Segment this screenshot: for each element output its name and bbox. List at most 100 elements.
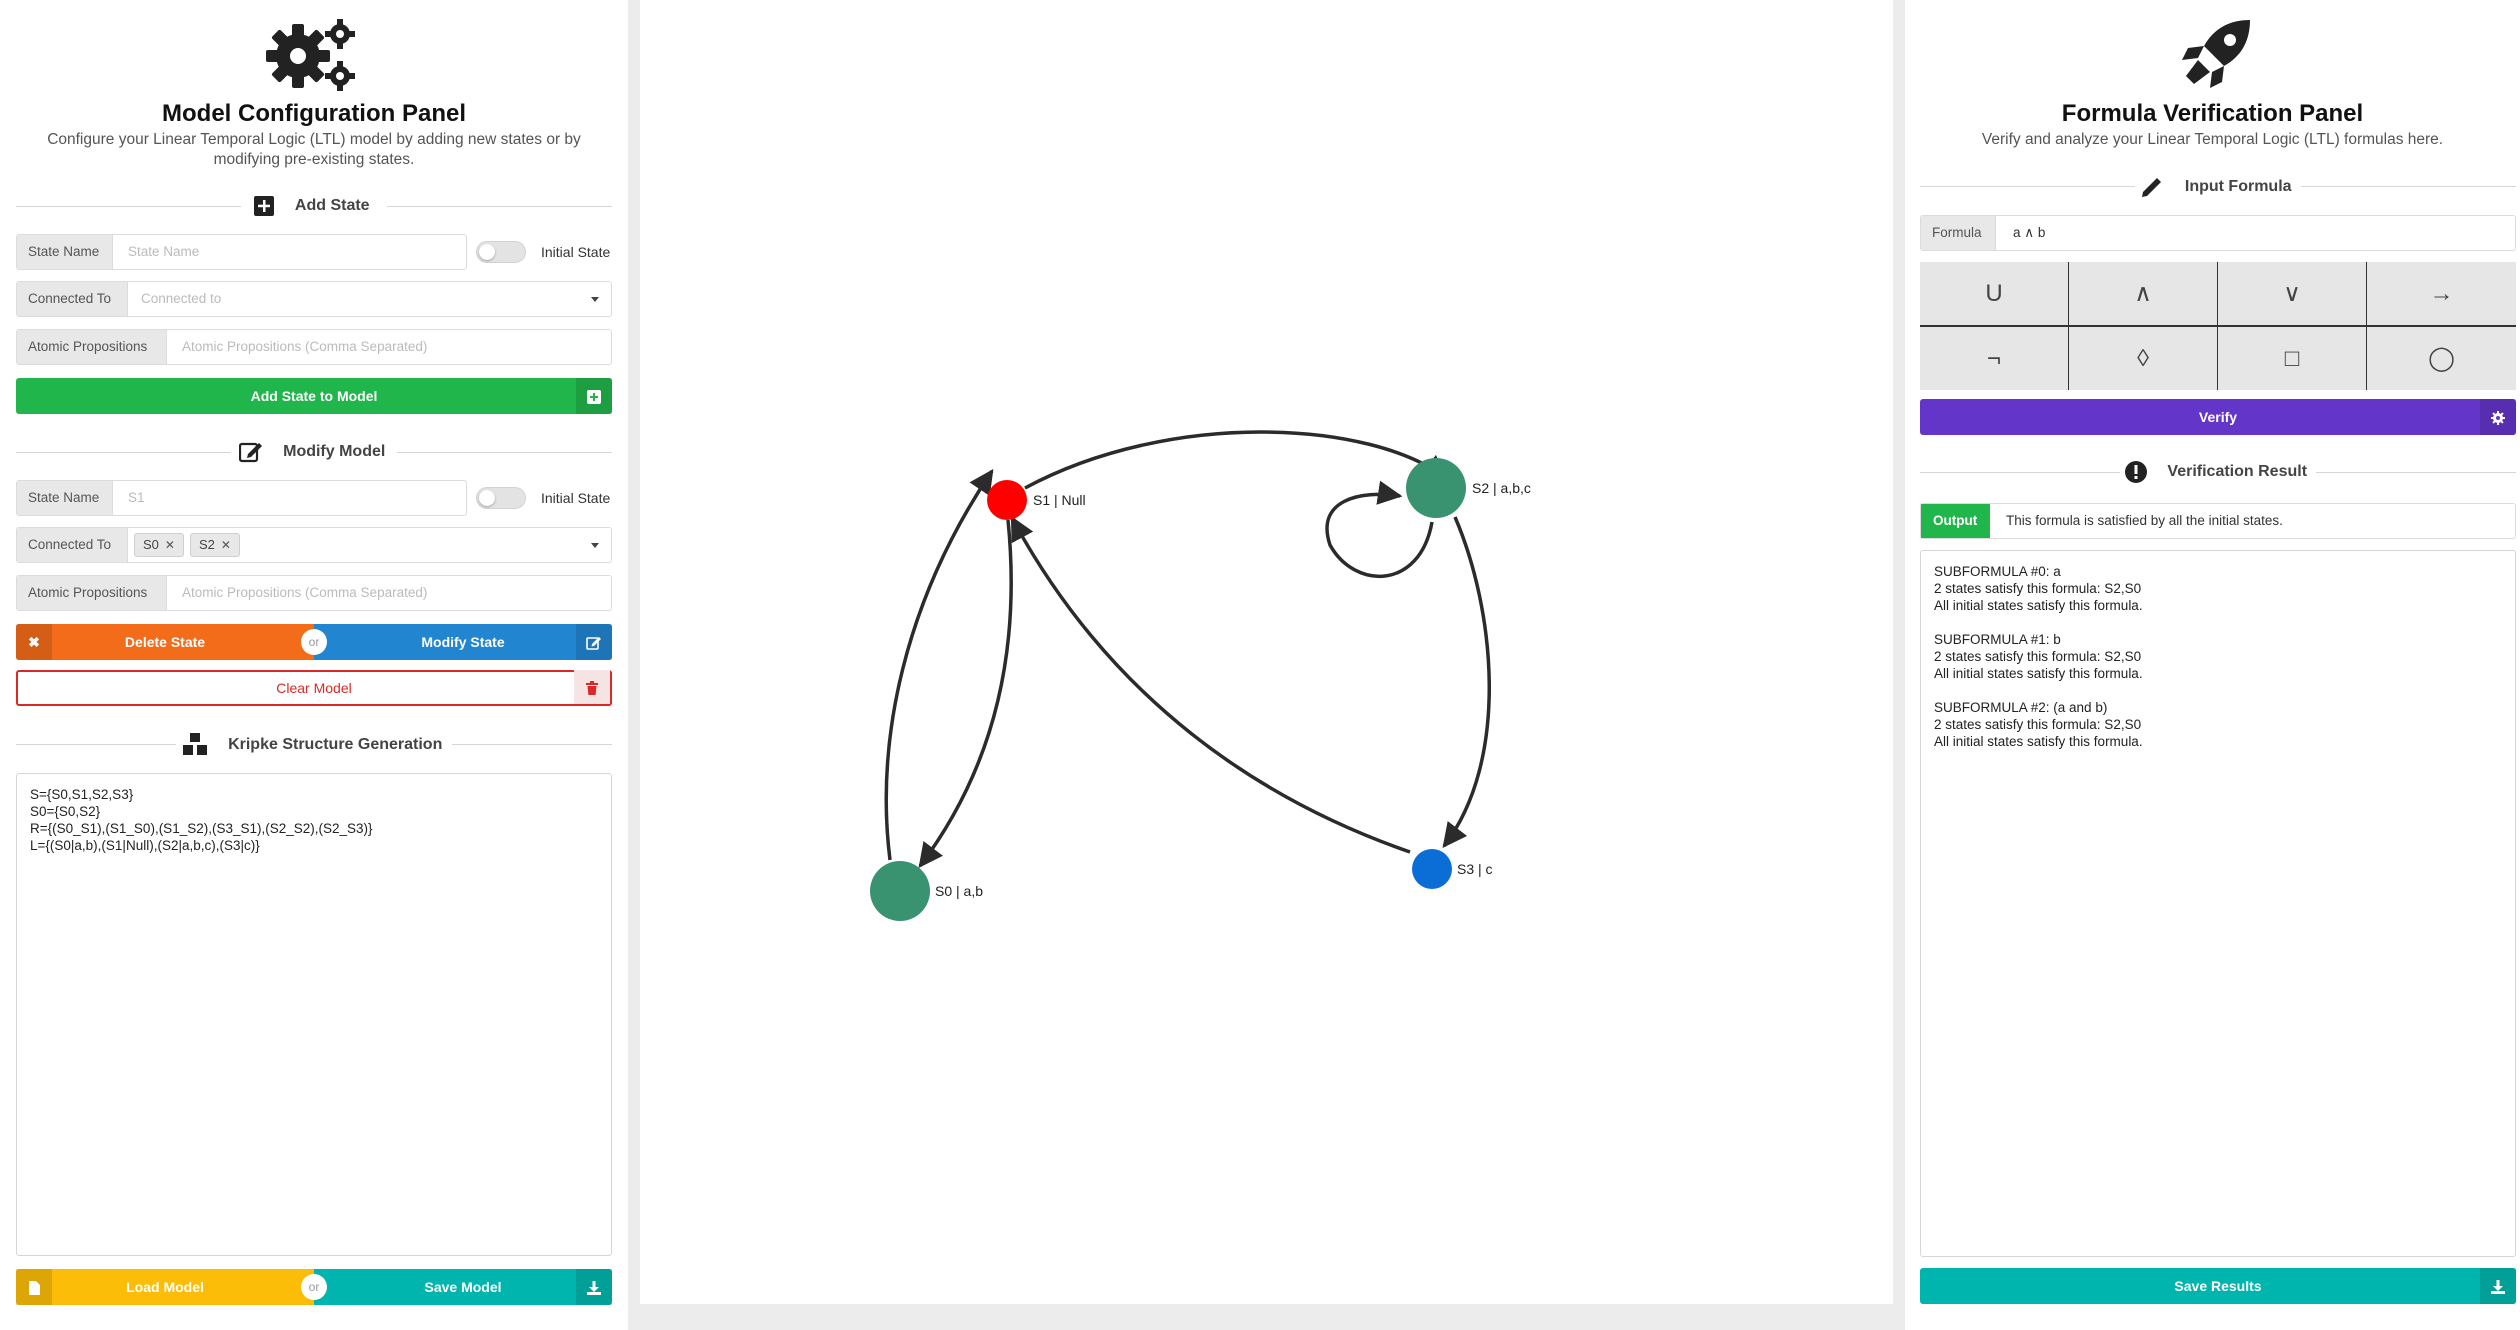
panel-title: Model Configuration Panel <box>162 100 466 127</box>
close-icon[interactable]: ✕ <box>220 538 231 552</box>
node-s2[interactable]: S2 | a,b,c <box>1406 458 1531 518</box>
edge-s2-s2 <box>1325 480 1434 578</box>
modify-state-label: Modify State <box>421 634 505 650</box>
add-state-heading: Add State <box>290 197 374 214</box>
initial-state-label: Initial State <box>541 490 611 506</box>
save-results-label: Save Results <box>2174 1278 2262 1294</box>
kripke-divider: Kripke Structure Generation <box>16 733 612 755</box>
state-name-label: State Name <box>17 481 113 515</box>
exclamation-circle-icon <box>2124 461 2147 483</box>
edge-s3-s1 <box>1010 515 1411 854</box>
output-label: Output <box>1921 504 1990 538</box>
load-model-button[interactable]: Load Model <box>16 1269 314 1305</box>
svg-text:S0 | a,b: S0 | a,b <box>935 883 983 899</box>
implies-operator-button[interactable]: → <box>2367 262 2516 325</box>
state-name-input[interactable]: State Name <box>128 244 200 259</box>
gear-icon <box>2480 399 2516 435</box>
panel-subtitle: Configure your Linear Temporal Logic (LT… <box>47 131 581 168</box>
close-icon[interactable]: ✕ <box>164 538 175 552</box>
plus-square-icon <box>254 196 275 216</box>
kripke-heading: Kripke Structure Generation <box>224 736 447 753</box>
chip-s0[interactable]: S0✕ <box>134 533 184 557</box>
download-icon <box>2480 1268 2516 1304</box>
model-configuration-panel: Model Configuration Panel Configure your… <box>0 0 628 1330</box>
formula-verification-panel: Formula Verification Panel Verify and an… <box>1905 0 2520 1330</box>
rocket-icon <box>2182 20 2250 88</box>
formula-label: Formula <box>1921 216 1996 250</box>
edge-s1-s2 <box>1024 430 1448 490</box>
kripke-graph[interactable]: S1 | Null S2 | a,b,c S0 | a,b S3 | c <box>640 0 1893 1304</box>
modify-state-button[interactable]: Modify State <box>314 624 612 660</box>
node-s1[interactable]: S1 | Null <box>987 480 1086 520</box>
chevron-down-icon[interactable] <box>591 543 599 548</box>
formula-input[interactable]: a ∧ b <box>2013 225 2046 240</box>
verify-button[interactable]: Verify <box>1920 399 2516 435</box>
connected-to-label: Connected To <box>17 282 128 316</box>
connected-to-placeholder: Connected to <box>141 291 222 306</box>
add-initial-state-toggle[interactable] <box>476 241 526 263</box>
close-icon: ✖ <box>16 624 52 660</box>
trash-icon <box>574 670 610 704</box>
atomic-propositions-label: Atomic Propositions <box>17 576 167 610</box>
edge-s2-s3 <box>1442 516 1491 848</box>
initial-state-label: Initial State <box>541 244 611 260</box>
chevron-down-icon[interactable] <box>591 297 599 302</box>
input-formula-divider: Input Formula <box>1920 175 2516 197</box>
svg-text:S2 | a,b,c: S2 | a,b,c <box>1472 480 1531 496</box>
output-text: This formula is satisfied by all the ini… <box>2006 513 2283 528</box>
input-formula-heading: Input Formula <box>2180 178 2296 195</box>
add-atomic-propositions-field[interactable]: Atomic Propositions Atomic Propositions … <box>16 329 612 365</box>
modify-model-divider: Modify Model <box>16 441 612 463</box>
or-divider: or <box>301 629 327 655</box>
plus-square-icon <box>576 378 612 414</box>
atomic-propositions-input[interactable]: Atomic Propositions (Comma Separated) <box>182 585 428 600</box>
pencil-icon <box>2142 178 2162 197</box>
operator-grid: U ∧ ∨ → ¬ ◊ □ ◯ <box>1920 262 2516 390</box>
graph-canvas[interactable]: S1 | Null S2 | a,b,c S0 | a,b S3 | c <box>640 0 1893 1304</box>
atomic-propositions-input[interactable]: Atomic Propositions (Comma Separated) <box>182 339 428 354</box>
delete-state-button[interactable]: ✖ Delete State <box>16 624 314 660</box>
node-s3[interactable]: S3 | c <box>1412 849 1493 889</box>
delete-state-label: Delete State <box>124 634 206 650</box>
modify-atomic-propositions-field[interactable]: Atomic Propositions Atomic Propositions … <box>16 575 612 611</box>
add-state-divider: Add State <box>16 195 612 217</box>
save-results-button[interactable]: Save Results <box>1920 1268 2516 1304</box>
kripke-structure-textarea[interactable]: S={S0,S1,S2,S3} S0={S0,S2} R={(S0_S1),(S… <box>16 773 612 1256</box>
eventually-operator-button[interactable]: ◊ <box>2069 327 2217 390</box>
output-field: Output This formula is satisfied by all … <box>1920 503 2516 539</box>
chip-s2[interactable]: S2✕ <box>189 533 240 557</box>
add-state-name-field[interactable]: State Name State Name <box>16 234 467 270</box>
modify-initial-state-toggle[interactable] <box>476 487 526 509</box>
or-operator-button[interactable]: ∨ <box>2218 262 2366 325</box>
add-state-button[interactable]: Add State to Model <box>16 378 612 414</box>
load-model-label: Load Model <box>126 1279 204 1295</box>
gears-icon <box>266 19 355 91</box>
cubes-icon <box>182 733 207 755</box>
modify-connected-to-select[interactable]: Connected To S0✕S2✕ <box>16 527 612 563</box>
edge-s1-s0 <box>918 519 1013 868</box>
save-model-label: Save Model <box>424 1279 502 1295</box>
add-connected-to-select[interactable]: Connected To Connected to <box>16 281 612 317</box>
not-operator-button[interactable]: ¬ <box>1920 327 2068 390</box>
edit-icon <box>238 442 262 463</box>
until-operator-button[interactable]: U <box>1920 262 2068 325</box>
or-divider: or <box>301 1274 327 1300</box>
svg-text:S3 | c: S3 | c <box>1457 861 1493 877</box>
svg-text:S1 | Null: S1 | Null <box>1033 492 1086 508</box>
modify-state-name-field[interactable]: State Name S1 <box>16 480 467 516</box>
connected-chips: S0✕S2✕ <box>134 533 246 562</box>
verify-label: Verify <box>2198 409 2238 425</box>
verification-result-heading: Verification Result <box>2163 463 2312 480</box>
next-operator-button[interactable]: ◯ <box>2367 327 2516 390</box>
edge-s0-s1 <box>884 468 994 861</box>
and-operator-button[interactable]: ∧ <box>2069 262 2217 325</box>
clear-model-button[interactable]: Clear Model <box>16 670 612 706</box>
always-operator-button[interactable]: □ <box>2218 327 2366 390</box>
save-model-button[interactable]: Save Model <box>314 1269 612 1305</box>
clear-model-label: Clear Model <box>276 680 352 696</box>
node-s0[interactable]: S0 | a,b <box>870 861 983 921</box>
file-icon <box>16 1269 52 1305</box>
formula-field[interactable]: Formula a ∧ b <box>1920 215 2516 251</box>
state-name-input[interactable]: S1 <box>128 490 145 505</box>
verification-results-textarea[interactable]: SUBFORMULA #0: a 2 states satisfy this f… <box>1920 550 2516 1257</box>
